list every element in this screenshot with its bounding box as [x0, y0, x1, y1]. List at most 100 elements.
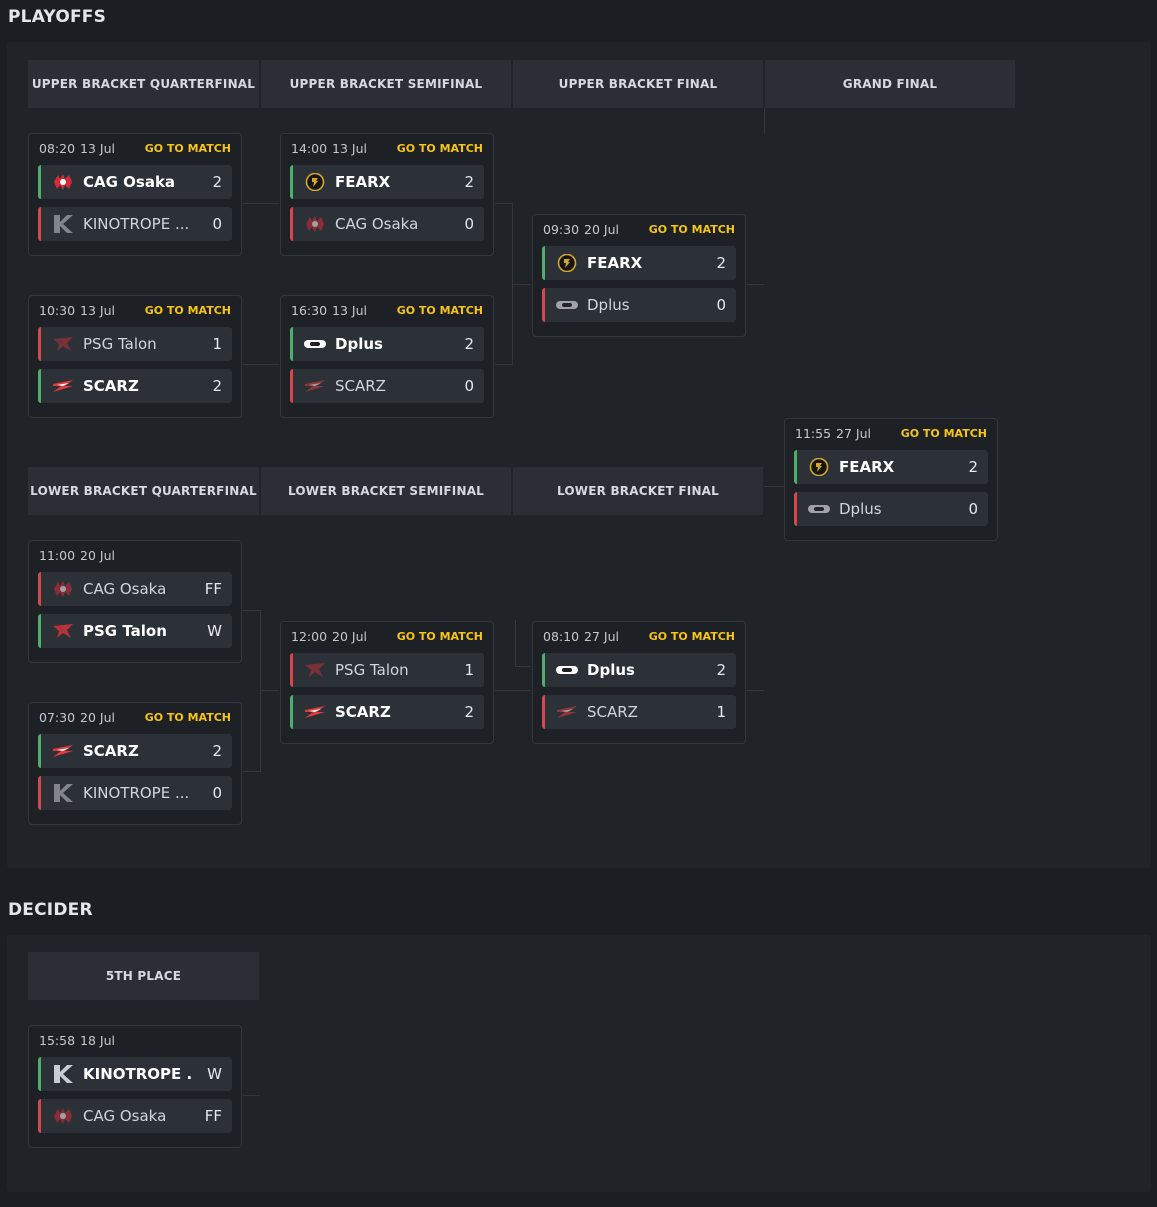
match-time: 14:00: [291, 141, 328, 156]
go-to-match-link[interactable]: GO TO MATCH: [396, 630, 483, 643]
connector-line: [243, 610, 260, 611]
team-score: 2: [464, 703, 474, 721]
dplus-icon: [555, 296, 579, 314]
header-fifth-place: 5TH PLACE: [28, 952, 259, 1000]
match-time: 08:10: [543, 629, 580, 644]
match-date: 13 Jul: [332, 141, 367, 156]
go-to-match-link[interactable]: GO TO MATCH: [900, 427, 987, 440]
connector-line: [515, 620, 516, 667]
team-score: W: [207, 622, 222, 640]
go-to-match-link[interactable]: GO TO MATCH: [396, 304, 483, 317]
match-date: 20 Jul: [584, 222, 619, 237]
fearx-icon: [303, 172, 327, 192]
kinotrope-icon: [51, 784, 75, 802]
team-name: KINOTROPE ...: [83, 784, 190, 802]
team-score: 2: [464, 335, 474, 353]
header-lower-quarterfinal: LOWER BRACKET QUARTERFINAL: [28, 467, 259, 515]
match-time: 11:55: [795, 426, 832, 441]
team-name: FEARX: [587, 254, 643, 272]
kinotrope-icon: [51, 1065, 75, 1083]
match-time: 16:30: [291, 303, 328, 318]
header-lower-semifinal: LOWER BRACKET SEMIFINAL: [261, 467, 511, 515]
scarz-icon: [303, 377, 327, 395]
psg-talon-icon: [51, 622, 75, 640]
match-date: 20 Jul: [80, 548, 115, 563]
team-name: SCARZ: [83, 377, 139, 395]
header-upper-final: UPPER BRACKET FINAL: [513, 60, 763, 108]
match-date: 18 Jul: [80, 1033, 115, 1048]
connector-line: [243, 203, 279, 204]
match-date: 27 Jul: [584, 629, 619, 644]
team-name: PSG Talon: [335, 661, 409, 679]
team-name: Dplus: [587, 296, 630, 314]
connector-line: [764, 108, 765, 134]
team-row[interactable]: KINOTROPE ...0: [38, 776, 232, 810]
team-score: 2: [968, 458, 978, 476]
go-to-match-link[interactable]: GO TO MATCH: [648, 223, 735, 236]
match-time: 07:30: [39, 710, 76, 725]
fearx-icon: [807, 457, 831, 477]
match-time: 10:30: [39, 303, 76, 318]
cag-icon: [303, 215, 327, 233]
team-name: CAG Osaka: [335, 215, 419, 233]
team-name: SCARZ: [587, 703, 638, 721]
match-date: 20 Jul: [332, 629, 367, 644]
match-date: 13 Jul: [332, 303, 367, 318]
team-row[interactable]: KINOTROPE ...0: [38, 207, 232, 241]
dplus-icon: [555, 661, 579, 679]
playoffs-title: PLAYOFFS: [8, 7, 107, 27]
go-to-match-link[interactable]: GO TO MATCH: [144, 304, 231, 317]
connector-line: [260, 690, 279, 691]
scarz-icon: [555, 703, 579, 721]
go-to-match-link[interactable]: GO TO MATCH: [144, 711, 231, 724]
connector-line: [515, 666, 531, 667]
psg-talon-icon: [51, 335, 75, 353]
match-header: 11:55 27 Jul GO TO MATCH: [795, 426, 987, 442]
header-lower-final: LOWER BRACKET FINAL: [513, 467, 763, 515]
match-date: 27 Jul: [836, 426, 871, 441]
go-to-match-link[interactable]: GO TO MATCH: [144, 142, 231, 155]
go-to-match-link[interactable]: GO TO MATCH: [396, 142, 483, 155]
header-grand-final: GRAND FINAL: [765, 60, 1015, 108]
team-score: FF: [204, 1107, 222, 1125]
match-time: 08:20: [39, 141, 76, 156]
cag-icon: [51, 1107, 75, 1125]
match-header: 14:00 13 Jul GO TO MATCH: [291, 141, 483, 157]
go-to-match-link[interactable]: GO TO MATCH: [648, 630, 735, 643]
connector-line: [260, 610, 261, 772]
header-upper-semifinal: UPPER BRACKET SEMIFINAL: [261, 60, 511, 108]
team-row[interactable]: KINOTROPE ...W: [38, 1057, 232, 1091]
team-name: KINOTROPE ...: [83, 1065, 191, 1083]
header-upper-quarterfinal: UPPER BRACKET QUARTERFINAL: [28, 60, 259, 108]
